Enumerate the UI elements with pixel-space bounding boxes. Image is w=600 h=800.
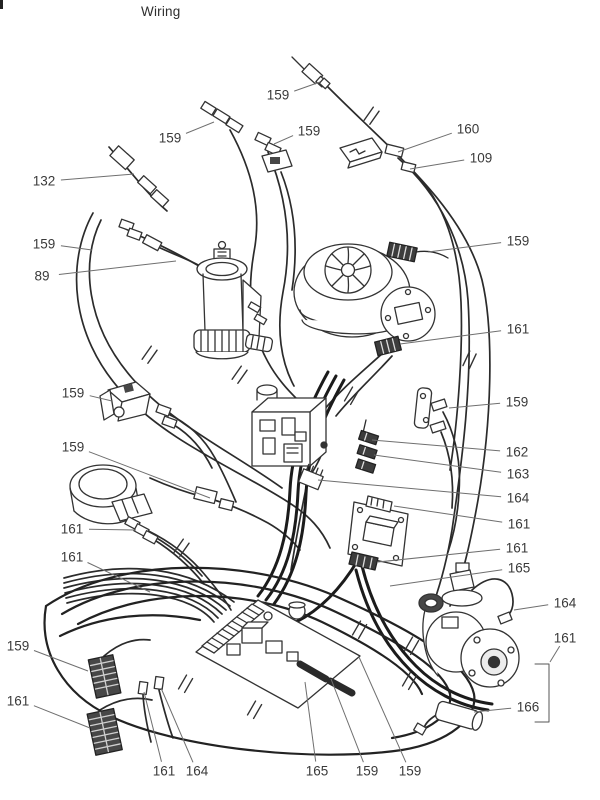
callout-161: 161 [152, 763, 176, 779]
callout-163: 163 [506, 466, 530, 482]
leader-line [273, 135, 294, 145]
page-title: Wiring [141, 4, 181, 19]
wire-connector-pair-a [200, 100, 244, 134]
leader-line [143, 691, 162, 762]
callout-159: 159 [398, 763, 422, 779]
callout-161: 161 [553, 630, 577, 646]
leader-line [33, 650, 89, 672]
inline-fuse-lead-132 [109, 145, 170, 208]
leader-line [473, 707, 512, 713]
leader-line [88, 451, 211, 499]
leader-line [304, 681, 317, 762]
leader-line [160, 687, 194, 763]
spark-electrode [291, 56, 331, 90]
leader-line [88, 528, 137, 531]
leader-line [87, 562, 151, 593]
leader-line [377, 548, 501, 563]
leader-line [317, 479, 502, 498]
callout-161: 161 [506, 321, 530, 337]
callout-164: 164 [185, 763, 209, 779]
callout-159: 159 [506, 233, 530, 249]
stacked-connectors [355, 419, 380, 474]
callout-159: 159 [505, 394, 529, 410]
blower-fan [293, 241, 449, 357]
capacitor [413, 700, 484, 736]
spade-connectors-bottom [137, 675, 165, 696]
four-pin-plug [297, 463, 324, 491]
spade-connectors-left [118, 218, 163, 252]
pressure-switch [99, 381, 178, 429]
callout-89: 89 [34, 268, 50, 284]
leader-line [330, 678, 364, 763]
callout-159: 159 [32, 236, 56, 252]
callout-159: 159 [355, 763, 379, 779]
callout-161: 161 [505, 540, 529, 556]
callout-164: 164 [506, 490, 530, 506]
leader-line [58, 260, 177, 275]
leader-line [294, 81, 321, 92]
callout-132: 132 [32, 173, 56, 189]
terminal-bracket-160-109 [339, 137, 417, 174]
leader-line [399, 330, 502, 345]
callout-164: 164 [553, 595, 577, 611]
callout-161: 161 [6, 693, 30, 709]
leader-line [397, 132, 452, 153]
leader-line [185, 121, 215, 134]
gas-valve [251, 384, 327, 467]
wire-break-marks [141, 106, 477, 720]
leader-line [427, 242, 502, 253]
pump-callout-bracket [534, 663, 550, 723]
leader-line [448, 402, 501, 409]
wire-connector-pair-b [254, 131, 293, 173]
callout-159: 159 [6, 638, 30, 654]
callout-165: 165 [507, 560, 531, 576]
callout-161: 161 [60, 521, 84, 537]
callout-160: 160 [456, 121, 480, 137]
callout-166: 166 [516, 699, 540, 715]
callout-159: 159 [266, 87, 290, 103]
leader-line [373, 454, 502, 473]
mounting-bracket [413, 387, 448, 434]
igniter-assembly [193, 240, 274, 360]
callout-165: 165 [305, 763, 329, 779]
callout-159: 159 [158, 130, 182, 146]
callout-161: 161 [60, 549, 84, 565]
leader-line [89, 395, 113, 402]
leader-line [60, 245, 93, 251]
leader-line [358, 656, 407, 763]
leader-line [393, 505, 503, 523]
terminal-block-upper [87, 654, 122, 699]
relay-board [347, 495, 409, 571]
leader-line [409, 159, 465, 170]
leader-line [389, 569, 503, 587]
inline-fuse [193, 486, 235, 512]
leader-line [513, 604, 549, 611]
callout-159: 159 [297, 123, 321, 139]
leader-line [549, 645, 561, 663]
callout-159: 159 [61, 385, 85, 401]
leader-line [60, 173, 135, 181]
thermistor-sensor [320, 441, 328, 449]
main-control-board [195, 599, 361, 709]
circulator-pump [418, 562, 520, 688]
scan-artifact [0, 0, 3, 9]
callout-161: 161 [507, 516, 531, 532]
callout-109: 109 [469, 150, 493, 166]
leader-line [33, 705, 91, 729]
blower-fan-blades [325, 247, 371, 293]
callout-159: 159 [61, 439, 85, 455]
leader-line [371, 439, 501, 452]
terminal-block-lower [86, 707, 123, 756]
ignition-transformer [69, 464, 159, 545]
pcb-pin-header [201, 607, 260, 654]
callout-162: 162 [505, 444, 529, 460]
